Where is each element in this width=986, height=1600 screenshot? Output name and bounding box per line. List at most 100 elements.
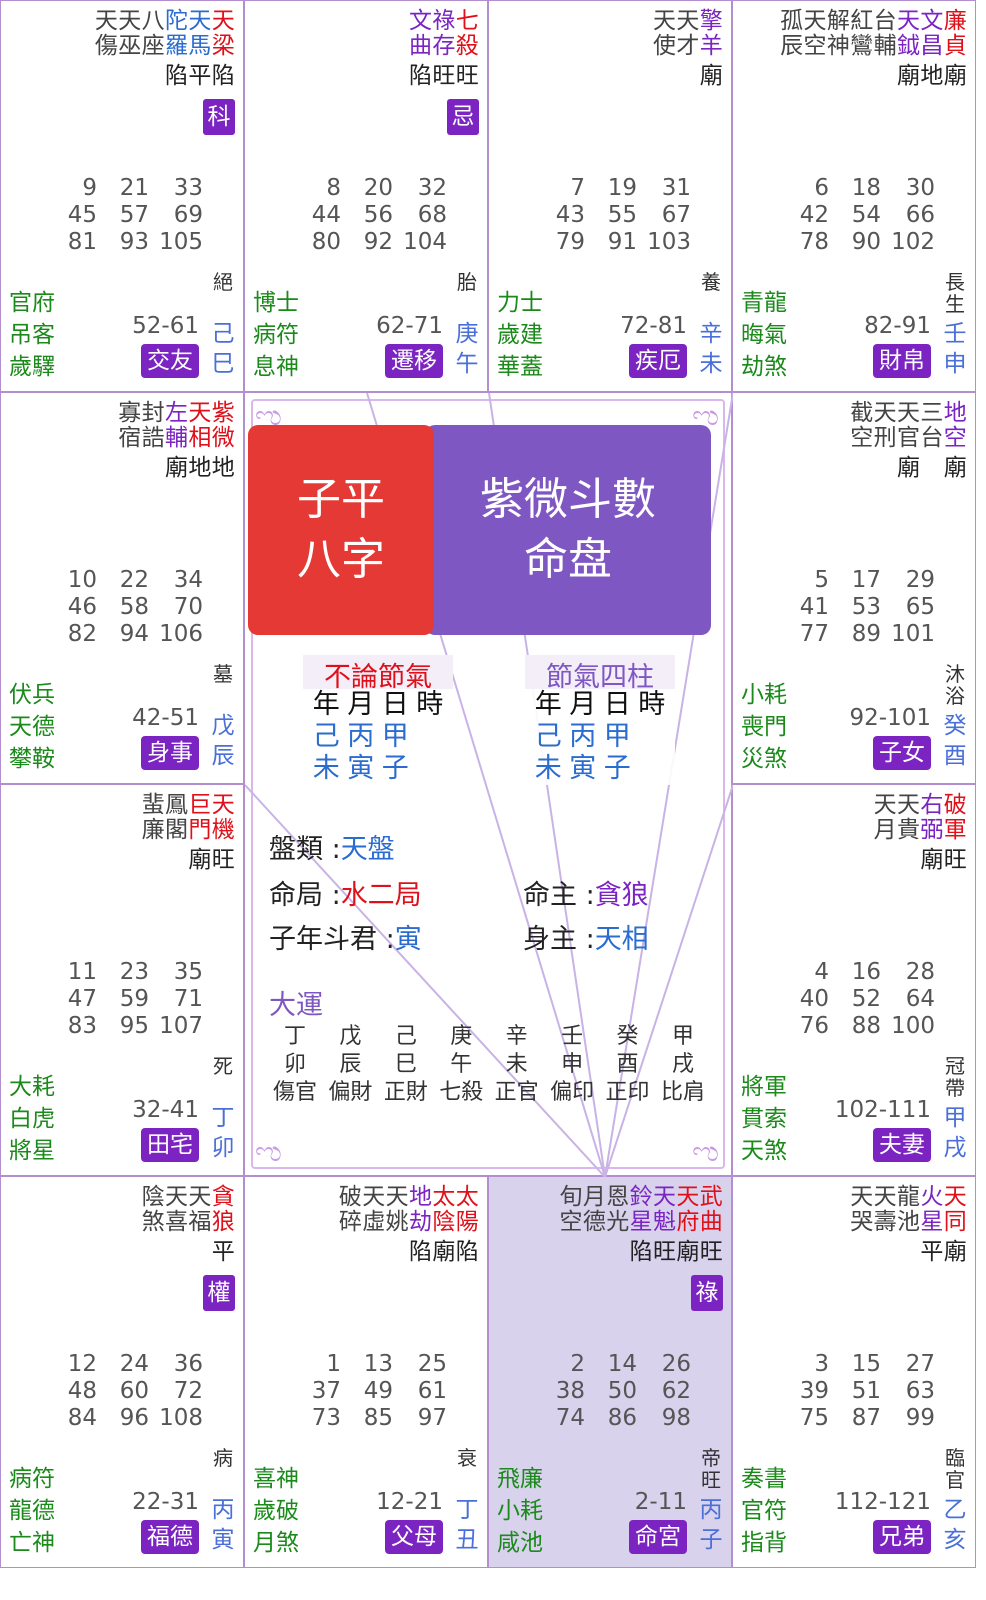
age-value: 74: [555, 1405, 585, 1431]
age-value: 39: [799, 1378, 829, 1404]
info-label: 命局 :: [269, 880, 341, 911]
palace-name-button[interactable]: 兄弟: [873, 1520, 931, 1554]
age-value: 101: [891, 621, 935, 647]
age-value: 58: [119, 594, 149, 620]
dayun-cell[interactable]: 己: [394, 1024, 417, 1049]
bazi-stem-row: 己丙甲: [303, 721, 453, 753]
star-char: 鉞: [897, 33, 921, 59]
dayun-cell[interactable]: 丁: [283, 1024, 306, 1049]
age-value: 90: [851, 229, 881, 255]
palace-name-button[interactable]: 財帛: [873, 344, 931, 378]
age-value: 60: [119, 1378, 149, 1404]
info-value: 寅: [394, 924, 422, 955]
brightness-char: 陷: [455, 1239, 479, 1265]
god-label: 喪門: [741, 714, 787, 740]
dayun-cell[interactable]: 戊: [339, 1024, 362, 1049]
star-char: 劫: [409, 1209, 433, 1235]
palace-name-button[interactable]: 父母: [385, 1520, 443, 1554]
star-brightness: 廟: [700, 64, 723, 89]
dayun-cell[interactable]: 正印: [605, 1080, 650, 1105]
age-value: 100: [891, 1013, 935, 1039]
dayun-cell[interactable]: 巳: [394, 1052, 417, 1077]
dayun-cell[interactable]: 卯: [283, 1052, 306, 1077]
palace-name-button[interactable]: 交友: [141, 344, 199, 378]
star: 廉貞: [944, 9, 967, 59]
dayun-cell[interactable]: 偏印: [550, 1080, 595, 1105]
brightness-char: 平: [188, 63, 212, 89]
dayun-cell[interactable]: 癸: [616, 1024, 639, 1049]
ziwei-chart-button[interactable]: 紫微斗數命盘: [425, 425, 711, 635]
palace-name-button[interactable]: 夫妻: [873, 1128, 931, 1162]
brightness-char: 廟: [676, 1239, 700, 1265]
ziping-bazi-button[interactable]: 子平八字: [248, 425, 434, 635]
star-char: 截: [850, 400, 874, 426]
bazi-right[interactable]: 節氣四柱年月日時己丙甲未寅子: [525, 655, 675, 785]
age-value: 33: [173, 175, 203, 201]
dayun-cell[interactable]: 午: [450, 1052, 473, 1077]
life-stage: 衰: [457, 1446, 477, 1470]
dayun-cell[interactable]: 壬: [561, 1024, 584, 1049]
bazi-stem-row: 己丙甲: [525, 721, 675, 753]
age-value: 99: [905, 1405, 935, 1431]
dayun-cell[interactable]: 未: [505, 1052, 528, 1077]
palace-name-button[interactable]: 命宮: [629, 1520, 687, 1554]
palace-name-button[interactable]: 疾厄: [629, 344, 687, 378]
god-label: 咸池: [497, 1530, 543, 1556]
palace-name-button[interactable]: 福德: [141, 1520, 199, 1554]
dayun-cell[interactable]: 傷官: [272, 1080, 317, 1105]
dayun_god-row: 傷官偏財正財七殺正官偏印正印比肩: [269, 1080, 709, 1106]
brightness-char: 陷: [409, 63, 433, 89]
dayun-cell[interactable]: 正財: [383, 1080, 428, 1105]
life-stage: 長生: [945, 270, 965, 316]
dayun-cell[interactable]: 酉: [616, 1052, 639, 1077]
info-label: 命主 :: [523, 880, 595, 911]
star-char: 旬: [559, 1184, 583, 1210]
age-value: 22: [119, 567, 149, 593]
star: 地空: [944, 401, 967, 451]
star-char: 空: [943, 425, 967, 451]
bazi-left[interactable]: 不論節氣年月日時己丙甲未寅子: [303, 655, 453, 785]
dayun-cell[interactable]: 正官: [494, 1080, 539, 1105]
brightness-char: 廟: [897, 455, 921, 481]
dayun-cell[interactable]: 庚: [450, 1024, 473, 1049]
dayun-cell[interactable]: 辰: [339, 1052, 362, 1077]
palace-name-button[interactable]: 田宅: [141, 1128, 199, 1162]
brightness-char: 地: [920, 63, 944, 89]
palace-name-button[interactable]: 身事: [141, 736, 199, 770]
palace-name-button[interactable]: 子女: [873, 736, 931, 770]
dayun-cell[interactable]: 七殺: [439, 1080, 484, 1105]
age-value: 83: [67, 1013, 97, 1039]
dayun-cell[interactable]: 戌: [671, 1052, 694, 1077]
age-value: 66: [905, 202, 935, 228]
star-char: 天: [676, 8, 700, 34]
dayun-cell[interactable]: 甲: [671, 1024, 694, 1049]
star-char: 壽: [873, 1209, 897, 1235]
dayun-cell[interactable]: 偏財: [328, 1080, 373, 1105]
dayun-cell[interactable]: 比肩: [660, 1080, 705, 1105]
decade-range: 82-91: [864, 313, 931, 339]
star: 台輔: [873, 9, 897, 59]
palace-name-button[interactable]: 遷移: [385, 344, 443, 378]
dayun-cell[interactable]: 申: [561, 1052, 584, 1077]
age-value: 15: [851, 1351, 881, 1377]
dayun-cell[interactable]: 辛: [505, 1024, 528, 1049]
